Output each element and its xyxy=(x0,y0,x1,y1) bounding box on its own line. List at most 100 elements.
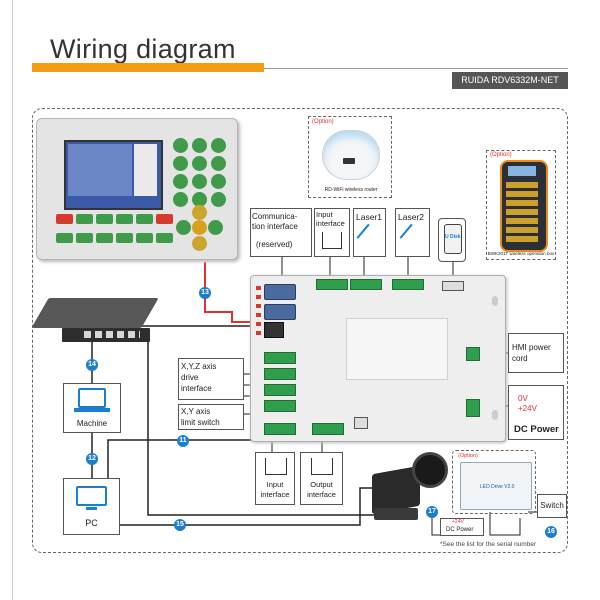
handbox-caption: BWK301T wireless operation box xyxy=(487,251,555,256)
input-interface-top-symbol xyxy=(322,232,342,249)
badge-16: 16 xyxy=(545,526,557,538)
router-caption: RD-WiFi wireless router xyxy=(324,187,378,193)
key-5 xyxy=(192,156,207,171)
comm-interface-label: Communica- tion interface xyxy=(252,212,298,231)
dpad-up xyxy=(192,205,207,220)
camera-base xyxy=(374,508,418,520)
key-7 xyxy=(173,138,188,153)
key-clr xyxy=(211,192,226,207)
hmi-screen-inner xyxy=(68,144,132,196)
badge-11: 11 xyxy=(177,435,189,447)
usb-b-port xyxy=(354,417,368,429)
db9-port-1 xyxy=(264,284,296,300)
term-bottom-2 xyxy=(312,423,344,435)
key-stop xyxy=(156,214,173,224)
key-2 xyxy=(192,174,207,189)
switch-box xyxy=(537,494,567,518)
led-driver-frame xyxy=(452,450,536,514)
dpad-left xyxy=(176,220,191,235)
dc-power-box xyxy=(508,385,564,440)
xy-limit-label: X,Y axis limit switch xyxy=(181,407,220,427)
key-frame xyxy=(76,233,93,243)
network-switch-ports xyxy=(84,331,140,338)
term-top-1 xyxy=(316,279,348,290)
dc-24v-small-label: +24V xyxy=(452,519,464,525)
key-speed xyxy=(96,214,113,224)
handbox-screen xyxy=(508,166,536,176)
pc-camera-cable xyxy=(120,487,372,526)
status-leds xyxy=(256,286,261,338)
router-frame xyxy=(308,116,392,198)
handbox-keys xyxy=(506,182,538,242)
dc-power-label: DC Power xyxy=(514,424,559,435)
comm-interface-box xyxy=(250,208,312,257)
camera-lens xyxy=(412,452,448,488)
laser1-label: Laser1 xyxy=(356,212,382,222)
pc-monitor-icon xyxy=(76,486,107,506)
comm-reserved-label: (reserved) xyxy=(256,240,293,249)
ethernet-port xyxy=(264,322,284,338)
term-top-3 xyxy=(392,279,424,290)
dc-24v-label: +24V xyxy=(518,404,537,413)
key-3 xyxy=(211,174,226,189)
led-option: (Option) xyxy=(458,453,478,459)
pc-label: PC xyxy=(85,518,98,528)
pc-stand-icon xyxy=(86,507,97,510)
badge-15: 15 xyxy=(174,519,186,531)
badge-14: 14 xyxy=(86,359,98,371)
model-tag xyxy=(452,72,568,89)
db9-port-2 xyxy=(264,304,296,320)
term-uaxis xyxy=(264,400,296,412)
router-device xyxy=(322,130,380,180)
machine-icon xyxy=(78,388,106,408)
key-9 xyxy=(211,138,226,153)
xyz-drive-box xyxy=(178,358,244,400)
key-file xyxy=(116,214,133,224)
input-interface-bottom-box xyxy=(255,452,295,505)
term-bottom-1 xyxy=(264,423,296,435)
led-driver-label: LED Drive V2.0 xyxy=(480,484,515,490)
key-1 xyxy=(173,174,188,189)
output-interface-label: Output interface xyxy=(307,480,336,499)
term-dc-power xyxy=(466,399,480,417)
title-rule xyxy=(264,68,568,69)
key-origin xyxy=(76,214,93,224)
router-led xyxy=(343,158,355,164)
output-interface-box xyxy=(300,452,343,505)
key-dot xyxy=(192,192,207,207)
machine-label: Machine xyxy=(76,419,108,428)
key-zup xyxy=(96,233,113,243)
controller-mount-hole-2 xyxy=(492,410,498,420)
laser2-box xyxy=(395,208,430,257)
hmi-power-box xyxy=(508,333,564,373)
u-disk-label: U Disk xyxy=(445,234,461,240)
u-disk-icon xyxy=(444,224,462,254)
page-title: Wiring diagram xyxy=(50,34,236,64)
usb-a-port xyxy=(442,281,464,291)
dc-power-small-box xyxy=(440,518,484,536)
switch-label: Switch xyxy=(540,501,564,510)
dpad-center xyxy=(192,220,207,235)
outer-frame xyxy=(32,108,568,553)
dc-0v-label: 0V xyxy=(518,394,528,403)
handbox-option: (Option) xyxy=(490,152,512,158)
model-tag-text: RUIDA RDV6332M-NET xyxy=(461,75,559,85)
output-interface-symbol xyxy=(311,458,333,475)
title-underline xyxy=(32,63,264,72)
hmi-power-label: HMI power cord xyxy=(512,343,551,363)
xyz-drive-label: X,Y,Z axis drive interface xyxy=(181,362,217,393)
key-8 xyxy=(192,138,207,153)
term-top-2 xyxy=(350,279,382,290)
key-4 xyxy=(173,156,188,171)
key-udown xyxy=(156,233,173,243)
badge-12: 12 xyxy=(86,453,98,465)
router-option: (Option) xyxy=(312,119,334,125)
input-interface-bottom-label: Input interface xyxy=(260,480,290,499)
key-uup xyxy=(136,233,153,243)
dpad-right xyxy=(208,220,223,235)
key-6 xyxy=(211,156,226,171)
key-menu xyxy=(136,214,153,224)
handbox-frame xyxy=(486,150,556,260)
badge-13: 13 xyxy=(199,287,211,299)
input-interface-bottom-symbol xyxy=(265,458,287,475)
